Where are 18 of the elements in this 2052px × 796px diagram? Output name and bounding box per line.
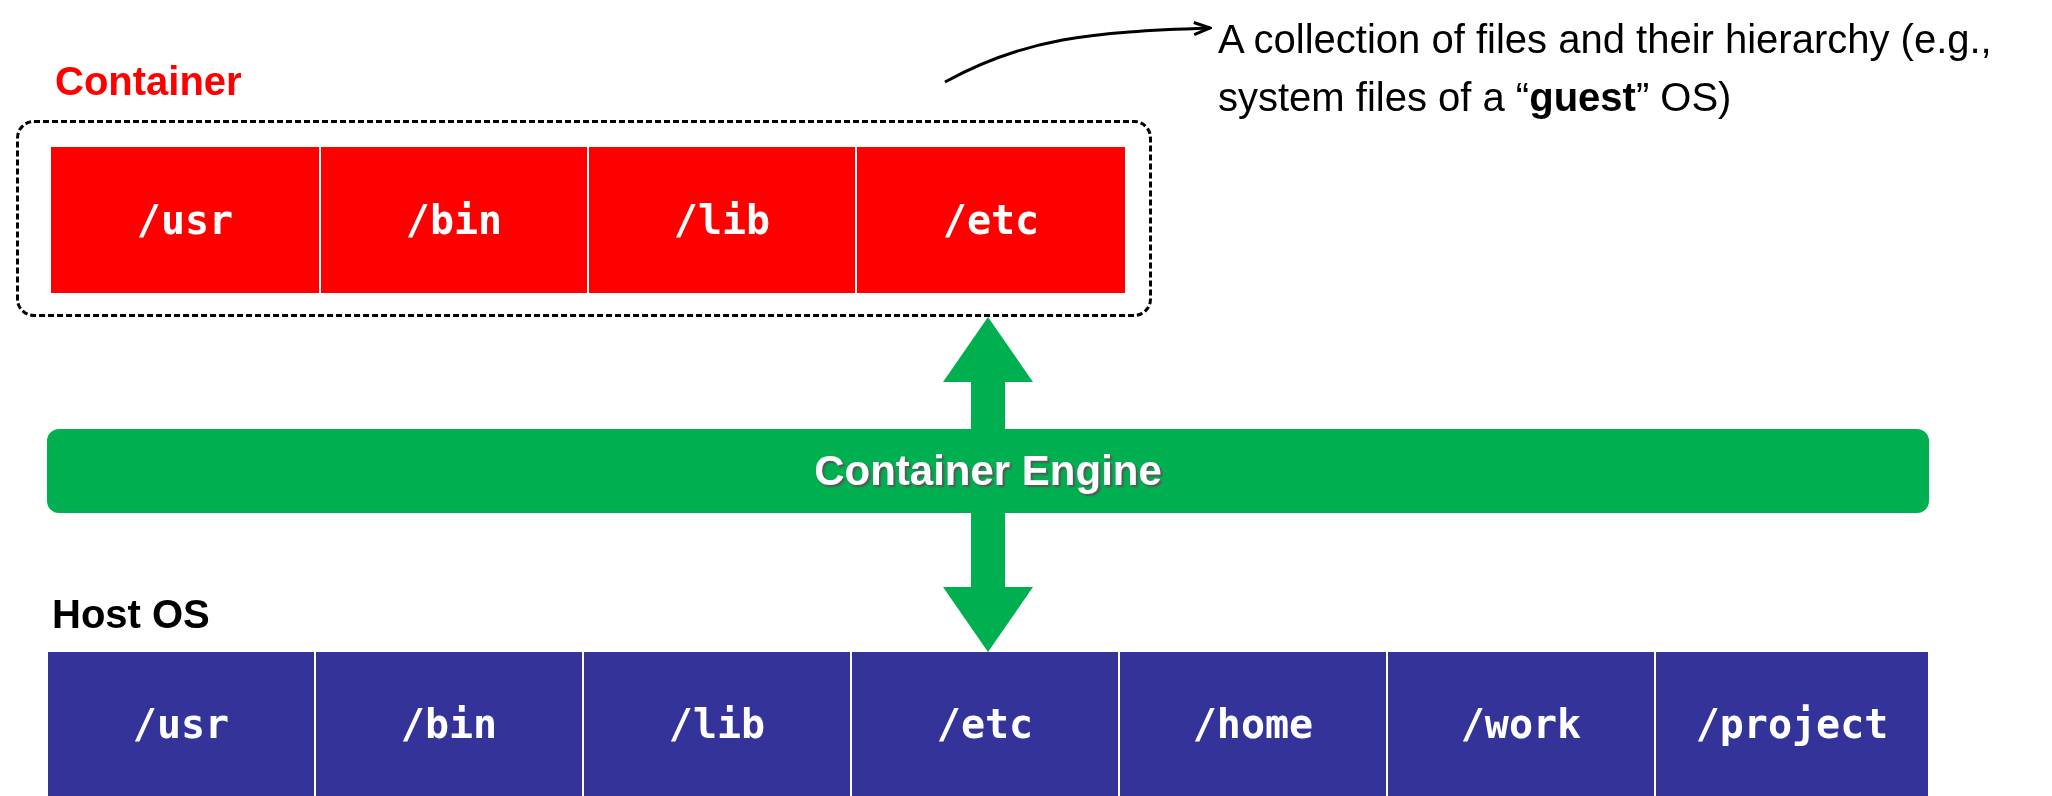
directory-box: /lib [589, 147, 855, 293]
annotation-text: A collection of files and their hierarchy (e.g., system files of a “guest” OS) [1218, 10, 2018, 130]
directory-box: /usr [48, 652, 314, 796]
directory-box: /bin [321, 147, 587, 293]
directory-box: /usr [51, 147, 319, 293]
directory-box: /work [1388, 652, 1654, 796]
leader-arrow [944, 21, 1212, 84]
group-heading: Container [55, 59, 242, 104]
double-arrow [943, 317, 1033, 429]
directory-box: /etc [857, 147, 1125, 293]
directory-box: /home [1120, 652, 1386, 796]
directory-box: /project [1656, 652, 1928, 796]
directory-box: /lib [584, 652, 850, 796]
engine-band: Container Engine [47, 429, 1929, 513]
directory-box: /etc [852, 652, 1118, 796]
directory-box: /bin [316, 652, 582, 796]
double-arrow [943, 513, 1033, 652]
group-heading: Host OS [52, 592, 210, 637]
